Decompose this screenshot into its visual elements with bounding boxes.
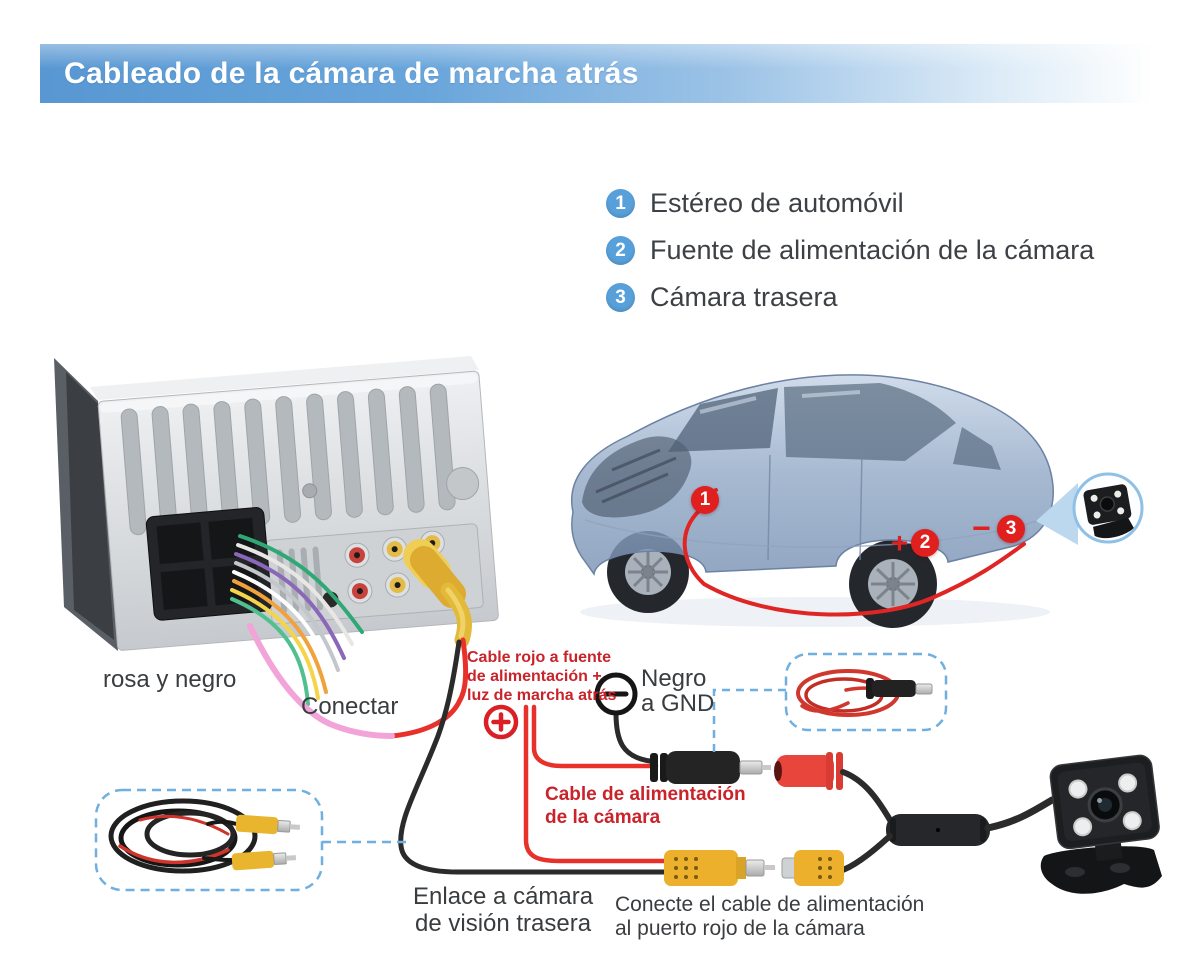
minus-circle-icon — [594, 672, 638, 716]
splitter-to-rca-female-cable — [837, 833, 893, 874]
legend-number-badge: 3 — [606, 283, 635, 312]
dc-plug-male — [650, 751, 771, 784]
video-cable-black-wire — [398, 639, 671, 875]
car-minus-sign: − — [972, 510, 991, 546]
page-title: Cableado de la cámara de marcha atrás — [64, 56, 639, 90]
car-plus-sign: + — [891, 528, 908, 560]
reverse-trigger-red-wire — [389, 637, 469, 739]
vent-slots — [120, 383, 456, 536]
label-pink-black-wire: rosa y negro — [103, 666, 237, 693]
video-cable-rca-tips — [231, 814, 301, 871]
legend-item-stereo: 1 Estéreo de automóvil — [606, 188, 1094, 219]
car-marker-3: 3 — [997, 515, 1025, 543]
rca-video-plug — [403, 539, 473, 648]
label-red-wire-note: Cable rojo a fuente de alimentación + lu… — [467, 649, 617, 704]
splitter-to-camera-cable — [984, 796, 1056, 832]
antenna-hole — [446, 467, 480, 501]
cable-splitter — [886, 814, 990, 846]
legend-list: 1 Estéreo de automóvil 2 Fuente de alime… — [606, 188, 1094, 329]
car-engine-bay — [582, 436, 692, 518]
label-connect: Conectar — [301, 693, 399, 720]
camera-leds — [1068, 773, 1142, 837]
harness-wires — [230, 534, 364, 706]
car-rear-window — [953, 427, 1001, 470]
legend-item-label: Cámara trasera — [650, 282, 838, 312]
legend-number-badge: 2 — [606, 236, 635, 265]
legend-item-camera: 3 Cámara trasera — [606, 282, 1094, 313]
video-cable-photo — [108, 798, 258, 874]
car-marker-2: 2 — [911, 529, 939, 557]
dashed-box-video-cable — [94, 788, 410, 892]
legend-number-badge: 1 — [606, 189, 635, 218]
legend-item-label: Estéreo de automóvil — [650, 188, 904, 218]
dashed-box-power-cable — [712, 652, 948, 752]
pink-wire — [247, 623, 395, 739]
label-connect-power-note: Conecte el cable de alimentación al puer… — [615, 893, 925, 940]
car-windshield — [668, 388, 778, 452]
camera-power-red-wire-long — [523, 704, 667, 864]
camera-power-red-wire-short — [531, 704, 659, 769]
legend-item-power: 2 Fuente de alimentación de la cámara — [606, 235, 1094, 266]
gnd-black-wire — [613, 710, 653, 764]
title-banner: Cableado de la cámara de marcha atrás — [40, 44, 1164, 103]
power-cable-dc-tip — [866, 678, 933, 699]
jack-to-splitter-cable — [840, 769, 893, 823]
car-illustration — [571, 374, 1054, 628]
mini-camera-icon — [1083, 484, 1134, 539]
car-side-windows — [784, 383, 956, 461]
label-camera-power-cable: Cable de alimentación de la cámara — [545, 784, 746, 828]
rear-camera — [1040, 754, 1162, 894]
rca-male-connector — [664, 850, 775, 886]
stereo-illustration — [54, 356, 499, 706]
callout-beam — [1036, 483, 1078, 545]
camera-inset-callout — [1036, 472, 1144, 545]
dc-jack-female — [774, 752, 843, 790]
rca-female-connector — [781, 850, 844, 886]
car-marker-1: 1 — [691, 486, 719, 514]
legend-item-label: Fuente de alimentación de la cámara — [650, 235, 1095, 265]
label-rear-camera-link: Enlace a cámara de visión trasera — [413, 883, 594, 937]
plus-circle-icon — [483, 704, 519, 740]
screw — [302, 483, 318, 499]
wiring-harness — [145, 507, 364, 706]
power-box-callout-line — [712, 688, 786, 752]
label-black-gnd: Negro a GND — [641, 665, 715, 717]
